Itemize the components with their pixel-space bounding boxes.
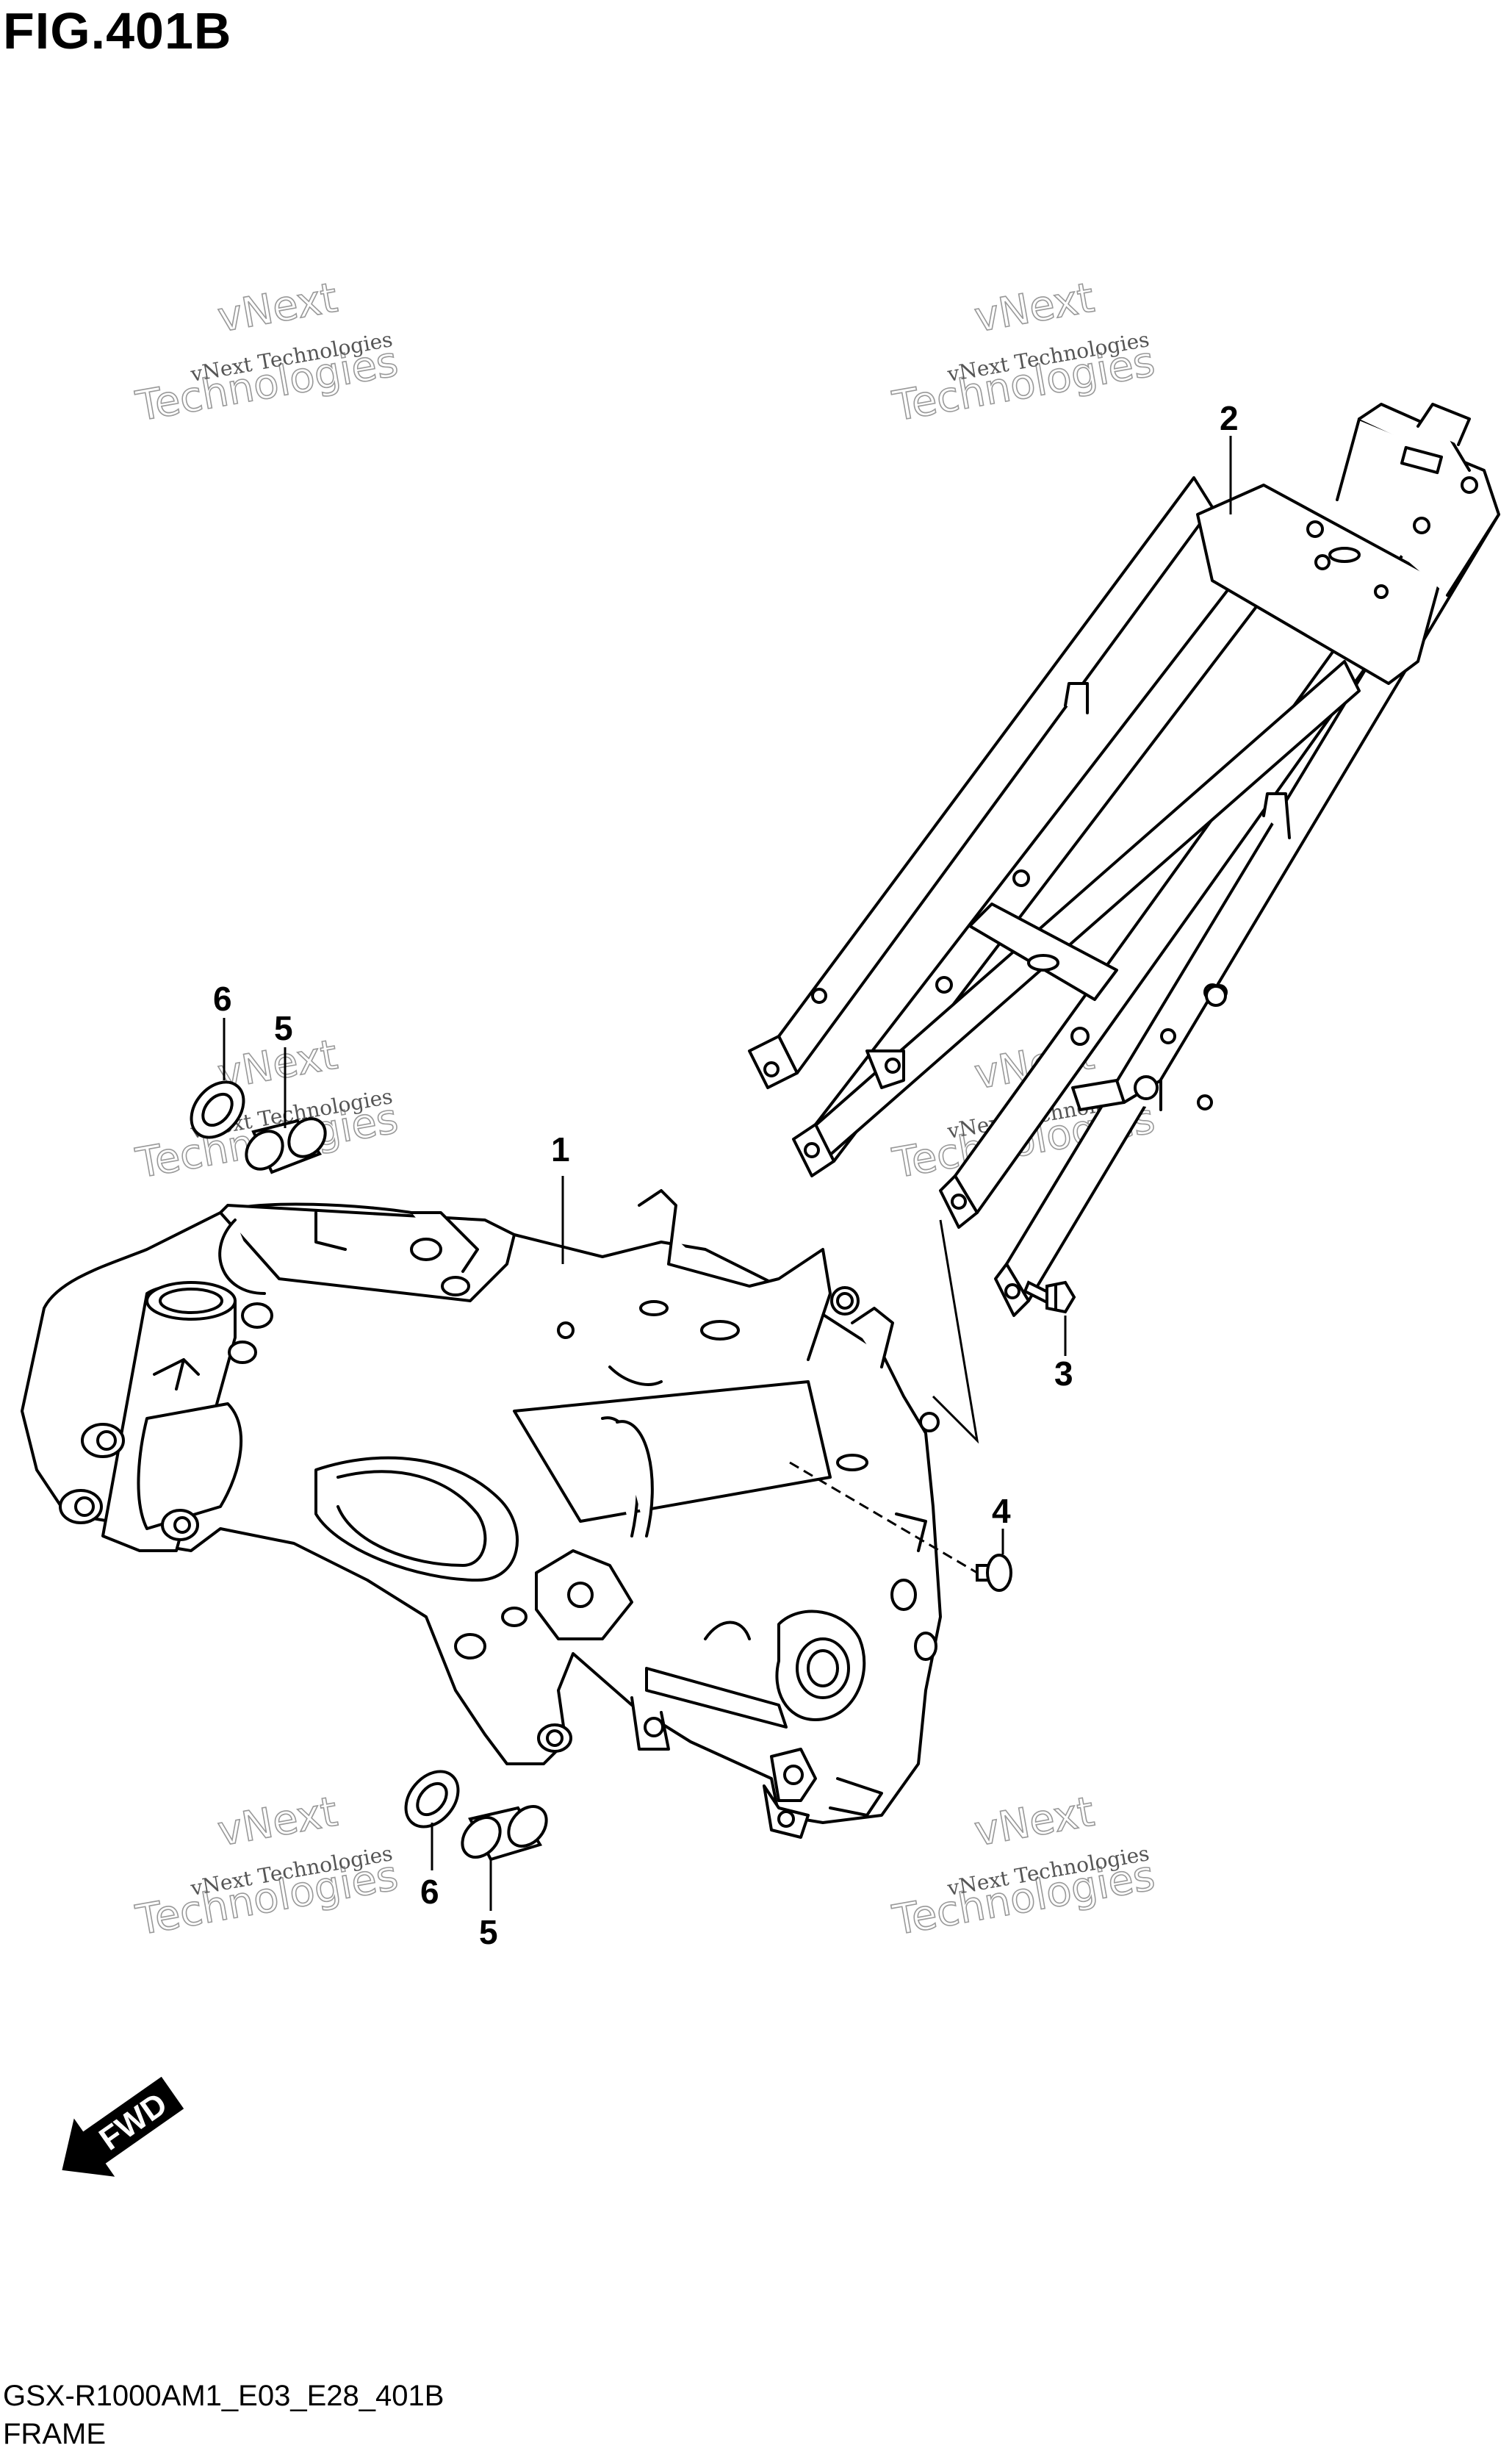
section-name-label: FRAME — [3, 2418, 106, 2450]
mount-reference-line — [932, 1219, 979, 1444]
callout-6-bottom: 6 — [420, 1873, 439, 1911]
callout-6-top: 6 — [213, 980, 232, 1018]
bushing-set-bottom — [404, 1770, 548, 1862]
spacer-part-6-bottom — [404, 1770, 460, 1829]
callout-1: 1 — [551, 1130, 570, 1169]
watermark-bottom-left: vNext Technologies vNext Technologies — [132, 1787, 402, 1945]
fwd-direction-arrow: FWD — [62, 2076, 184, 2177]
seat-rail-part-2 — [748, 403, 1500, 1317]
bushing-set-top — [190, 1080, 327, 1174]
main-frame-part-1 — [21, 1189, 942, 1839]
callout-5-bottom: 5 — [479, 1913, 498, 1951]
callout-4: 4 — [992, 1492, 1011, 1530]
watermark-top-left: vNext Technologies vNext Technologies — [132, 273, 402, 431]
watermark-logo-text: vNext — [215, 1788, 341, 1856]
model-code-label: GSX-R1000AM1_E03_E28_401B — [3, 2380, 444, 2412]
callout-3: 3 — [1054, 1354, 1073, 1393]
watermark-top-right: vNext Technologies vNext Technologies — [888, 273, 1159, 431]
leader-lines — [223, 436, 1232, 1911]
callout-2: 2 — [1220, 399, 1239, 437]
watermark-logo-text: vNext — [971, 274, 1098, 342]
collar-part-5-bottom — [461, 1805, 548, 1862]
callout-5-top: 5 — [274, 1009, 293, 1047]
callout-labels: 1 2 3 4 5 6 5 6 — [213, 399, 1239, 1951]
spacer-part-6-top — [190, 1080, 245, 1139]
bolt-part-3 — [1023, 1280, 1076, 1314]
collar-part-5-top — [245, 1117, 327, 1174]
plug-part-4 — [789, 1461, 1012, 1592]
watermark-bottom-right: vNext Technologies vNext Technologies — [888, 1787, 1159, 1945]
watermark-logo-text: vNext — [215, 274, 341, 342]
watermark-logo-text: vNext — [971, 1788, 1098, 1856]
figure-title: FIG.401B — [3, 2, 232, 60]
